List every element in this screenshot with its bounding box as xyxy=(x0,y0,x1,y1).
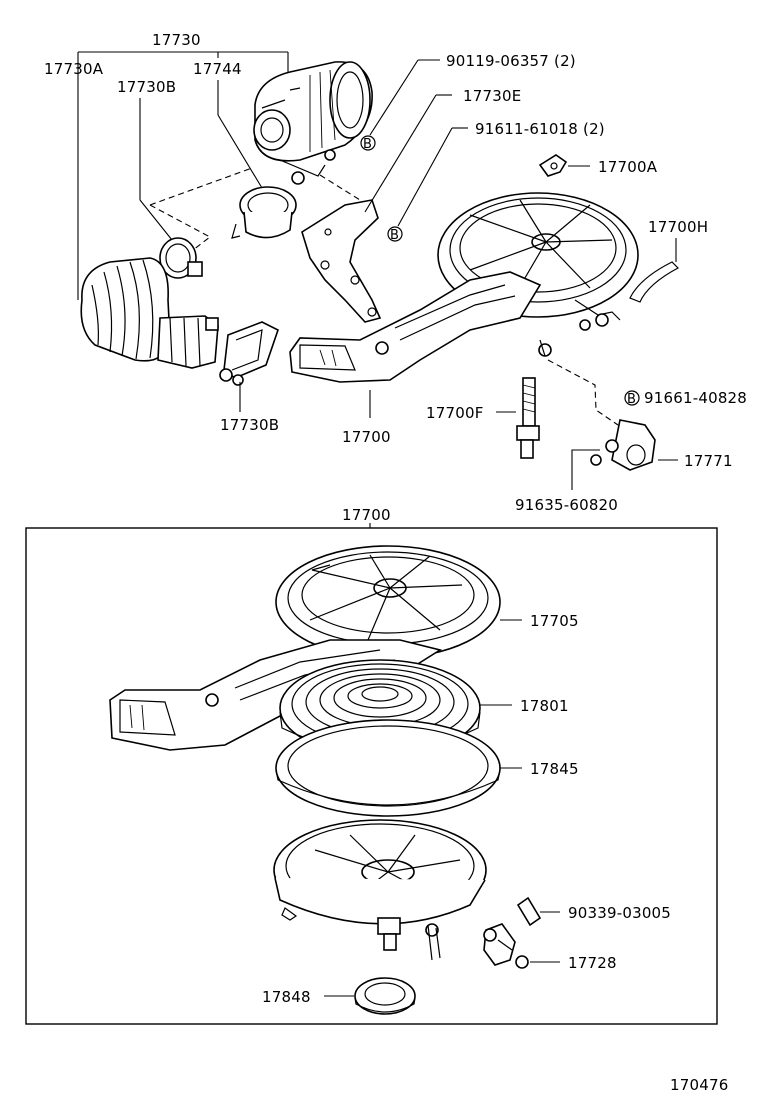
svg-text:B: B xyxy=(627,392,636,407)
bracket-17771 xyxy=(590,419,678,471)
hose-17700H xyxy=(629,238,679,303)
label-17744: 17744 xyxy=(193,60,242,78)
label-91661: 91661-40828 xyxy=(644,389,747,407)
leader-17730B-top-b xyxy=(139,199,173,241)
svg-text:B: B xyxy=(363,137,372,152)
air-cleaner-case xyxy=(273,819,487,961)
label-17730E: 17730E xyxy=(463,87,521,105)
bracket-17730E xyxy=(301,199,382,323)
label-17700H: 17700H xyxy=(648,218,708,236)
air-duct-elbow xyxy=(253,61,373,185)
hose-clamp-top xyxy=(159,237,203,279)
dash-elbow xyxy=(149,167,253,206)
svg-text:B: B xyxy=(390,228,399,243)
clip-17700A xyxy=(538,154,590,177)
label-90119: 90119-06357 (2) xyxy=(446,52,576,70)
exploded-view-box xyxy=(25,527,718,1025)
label-17705: 17705 xyxy=(530,612,579,630)
label-17700F: 17700F xyxy=(426,404,484,422)
label-17730B-bottom: 17730B xyxy=(220,416,279,434)
bolt-17700F xyxy=(516,377,540,459)
label-17730A: 17730A xyxy=(44,60,104,78)
label-17700A: 17700A xyxy=(598,158,658,176)
hose-clamp-bottom xyxy=(219,321,279,386)
label-17848: 17848 xyxy=(262,988,311,1006)
label-17728: 17728 xyxy=(568,954,617,972)
label-17730: 17730 xyxy=(152,31,201,49)
label-90339: 90339-03005 xyxy=(568,904,671,922)
callout-90119: B xyxy=(360,59,440,152)
dash-17771 xyxy=(547,359,619,426)
label-91611: 91611-61018 (2) xyxy=(475,120,605,138)
gasket-17744 xyxy=(231,186,297,239)
corrugated-hose xyxy=(80,257,219,369)
air-cleaner-assembly-top xyxy=(289,192,639,383)
callout-91611: B xyxy=(387,127,468,243)
label-17730B-top: 17730B xyxy=(117,78,176,96)
callout-17730E xyxy=(364,94,452,213)
label-91635: 91635-60820 xyxy=(515,496,618,514)
label-17700-top: 17700 xyxy=(342,428,391,446)
valve-17728 xyxy=(483,923,560,969)
leader-17744-b xyxy=(217,114,263,189)
seal-17848 xyxy=(324,977,416,1015)
diagram-id: 170476 xyxy=(670,1076,728,1094)
label-17771: 17771 xyxy=(684,452,733,470)
callout-91661: B xyxy=(624,390,640,407)
dash-bracket xyxy=(319,174,361,201)
label-17700-box: 17700 xyxy=(342,506,391,524)
label-17845: 17845 xyxy=(530,760,579,778)
gasket-17845 xyxy=(275,719,522,817)
plug-90339 xyxy=(516,896,560,927)
label-17801: 17801 xyxy=(520,697,569,715)
leader-91635 xyxy=(571,449,600,490)
